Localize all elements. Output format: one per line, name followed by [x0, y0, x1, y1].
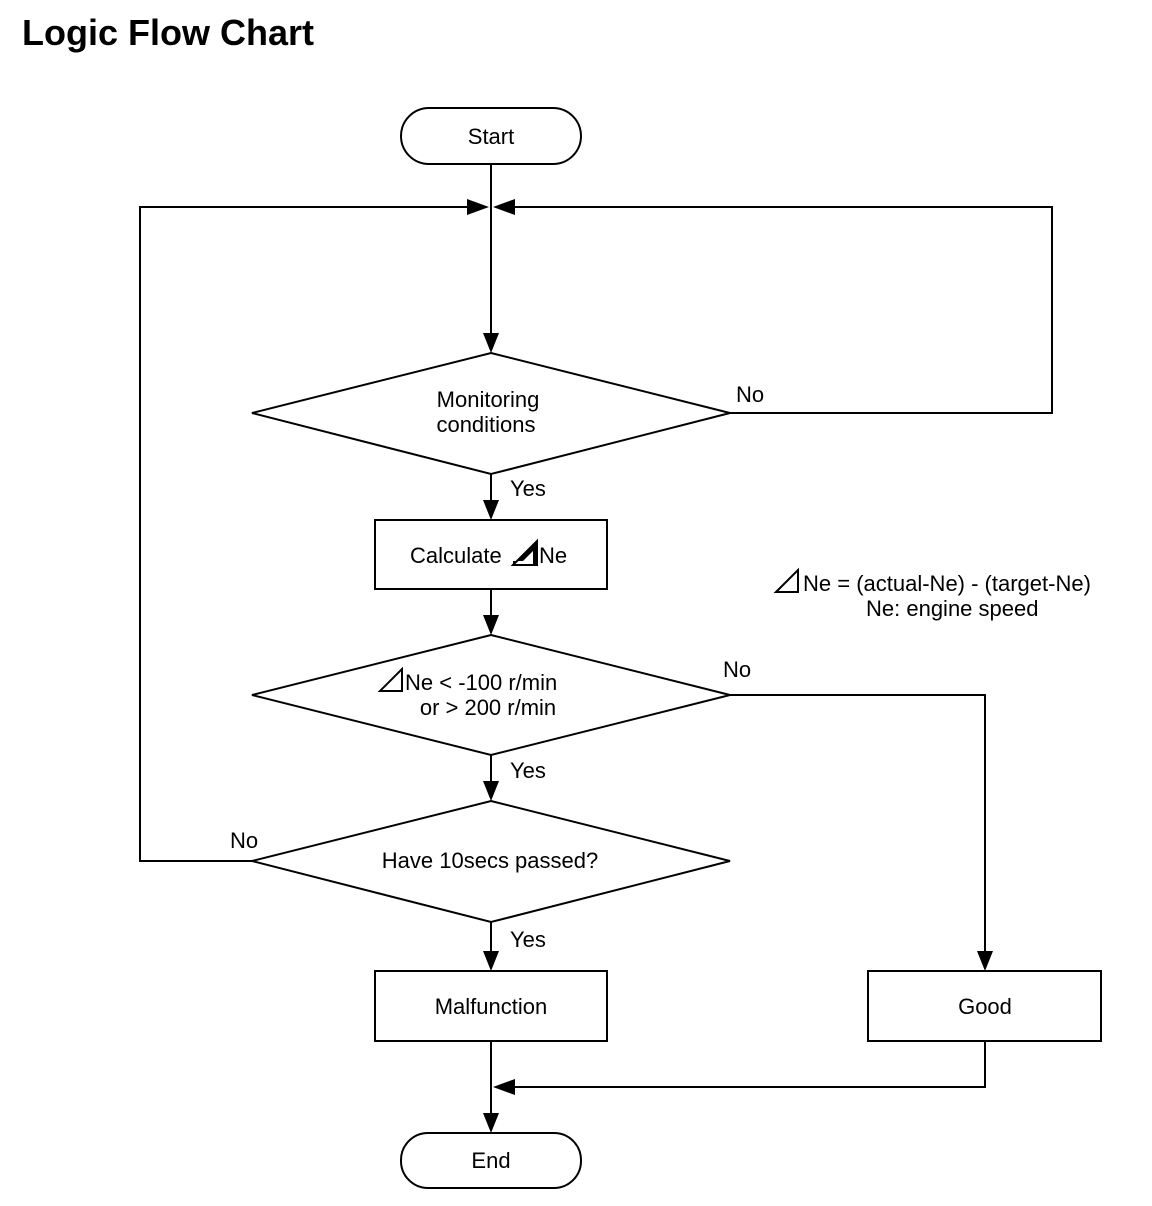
monitoring-yes-label: Yes — [510, 476, 546, 501]
delta-triangle-icon — [377, 666, 403, 692]
note-line2: Ne: engine speed — [866, 596, 1038, 621]
arrowhead-to-calculate — [483, 500, 499, 520]
start-label: Start — [468, 124, 514, 149]
arrowhead-to-delta — [483, 615, 499, 635]
timer-label: Have 10secs passed? — [382, 848, 598, 873]
calculate-symbol-label: Ne — [539, 543, 567, 568]
timer-decision: Have 10secs passed? — [251, 799, 731, 924]
end-label: End — [471, 1148, 510, 1173]
timer-no-label: No — [230, 828, 258, 853]
arrowhead-to-malfunction — [483, 951, 499, 971]
connector-delta-no — [730, 694, 986, 957]
page-title: Logic Flow Chart — [22, 12, 314, 53]
good-label: Good — [958, 994, 1012, 1019]
calculate-label: Calculate — [410, 543, 502, 568]
delta-triangle-icon-fill — [510, 538, 538, 566]
good-process: Good — [867, 970, 1102, 1042]
delta-label-line2: or > 200 r/min — [420, 695, 556, 720]
arrowhead-to-monitoring — [483, 333, 499, 353]
calculate-process: Calculate Ne — [374, 519, 608, 590]
monitoring-no-label: No — [736, 382, 764, 407]
delta-decision: Ne < -100 r/min or > 200 r/min — [251, 633, 731, 757]
start-node: Start — [400, 107, 582, 165]
connector-timer-no-loop — [139, 206, 474, 862]
arrowhead-good-merge — [493, 1079, 515, 1095]
arrowhead-to-end — [483, 1113, 499, 1133]
delta-label-line1: Ne < -100 r/min — [405, 670, 557, 695]
delta-triangle-icon — [773, 567, 799, 593]
monitoring-decision: Monitoring conditions — [251, 351, 731, 476]
malfunction-label: Malfunction — [435, 994, 548, 1019]
malfunction-process: Malfunction — [374, 970, 608, 1042]
arrowhead-left-merge — [467, 199, 489, 215]
connector-good-to-end — [508, 1041, 986, 1088]
arrowhead-to-timer — [483, 781, 499, 801]
delta-no-label: No — [723, 657, 751, 682]
timer-yes-label: Yes — [510, 927, 546, 952]
monitoring-label-line2: conditions — [436, 412, 535, 437]
connector-monitoring-no-loop — [508, 206, 1053, 414]
arrowhead-to-good — [977, 951, 993, 971]
monitoring-label-line1: Monitoring — [437, 387, 540, 412]
delta-yes-label: Yes — [510, 758, 546, 783]
note-line1: Ne = (actual-Ne) - (target-Ne) — [803, 571, 1091, 596]
end-node: End — [400, 1132, 582, 1189]
definition-note: Ne = (actual-Ne) - (target-Ne) Ne: engin… — [773, 567, 1091, 621]
arrowhead-right-merge — [493, 199, 515, 215]
